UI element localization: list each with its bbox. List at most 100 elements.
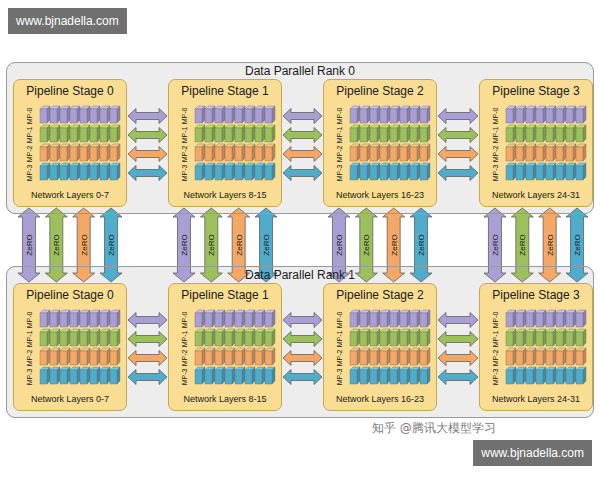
slab-side — [242, 106, 245, 123]
slab-side — [242, 367, 245, 384]
slab-front — [546, 147, 553, 161]
slab-side — [107, 106, 110, 123]
slab-side — [47, 367, 50, 384]
slab-side — [417, 329, 420, 346]
slab-front — [235, 128, 242, 142]
slab-side — [357, 125, 360, 142]
slab-side — [222, 106, 225, 123]
slab-front — [370, 166, 377, 180]
slab-side — [57, 348, 60, 365]
slab-side — [47, 163, 50, 180]
slab-side — [67, 329, 70, 346]
slab-front — [215, 128, 222, 142]
model-parallel-rank: MP-0 — [492, 312, 499, 329]
slab-front — [265, 313, 272, 327]
zero-arrow — [484, 208, 506, 282]
slab-front — [100, 109, 107, 123]
slab-front — [40, 109, 47, 123]
slab-side — [232, 367, 235, 384]
slab-front — [536, 313, 543, 327]
slab-front — [195, 351, 202, 365]
model-parallel-rank: MP-2 — [492, 350, 499, 367]
slab-front — [576, 351, 583, 365]
slab-side — [543, 310, 546, 327]
slab-side — [47, 348, 50, 365]
slab-side — [97, 106, 100, 123]
slab-front — [215, 166, 222, 180]
slab-side — [387, 163, 390, 180]
slab-side — [397, 144, 400, 161]
slab-front — [245, 370, 252, 384]
slab-front — [245, 351, 252, 365]
slab-side — [97, 348, 100, 365]
watermark: www.bjnadella.com — [481, 446, 584, 460]
edge-label: ZeRO — [179, 234, 188, 255]
slab-front — [60, 313, 67, 327]
slab-side — [367, 106, 370, 123]
slab-side — [533, 310, 536, 327]
slab-front — [245, 128, 252, 142]
mp-tag: MP-3 — [336, 165, 344, 182]
slab-front — [420, 332, 427, 346]
slab-front — [410, 166, 417, 180]
layer-range: Network Layers 16-23 — [336, 394, 424, 404]
slab-front — [70, 166, 77, 180]
slab-front — [400, 166, 407, 180]
slab-front — [40, 128, 47, 142]
slab-side — [212, 310, 215, 327]
slab-front — [526, 166, 533, 180]
slab-front — [410, 128, 417, 142]
zero-tag: ZeRO — [52, 233, 61, 256]
slab-front — [546, 128, 553, 142]
slab-front — [566, 351, 573, 365]
mp-tag: MP-0 — [336, 312, 344, 329]
slab-front — [390, 109, 397, 123]
slab-side — [387, 348, 390, 365]
slab-front — [225, 351, 232, 365]
slab-side — [583, 163, 586, 180]
slab-side — [543, 144, 546, 161]
slab-front — [380, 109, 387, 123]
layer-range: Network Layers 0-7 — [31, 190, 109, 200]
slab-side — [563, 163, 566, 180]
slab-front — [536, 351, 543, 365]
slab-side — [367, 329, 370, 346]
model-parallel-rank: MP-3 — [492, 369, 499, 386]
slab-front — [380, 128, 387, 142]
slab-side — [407, 163, 410, 180]
slab-side — [87, 367, 90, 384]
slab-side — [262, 163, 265, 180]
slab-side — [583, 367, 586, 384]
slab-side — [77, 367, 80, 384]
slab-side — [543, 367, 546, 384]
slab-side — [67, 106, 70, 123]
slab-side — [397, 125, 400, 142]
layer-stack — [14, 80, 128, 208]
slab-front — [255, 332, 262, 346]
edge-label: ZeRO — [24, 234, 33, 255]
slab-side — [232, 125, 235, 142]
slab-side — [232, 144, 235, 161]
slab-side — [202, 144, 205, 161]
slab-side — [57, 163, 60, 180]
pipeline-arrow — [128, 128, 167, 143]
slab-front — [390, 166, 397, 180]
slab-front — [90, 351, 97, 365]
slab-front — [556, 128, 563, 142]
slab-side — [252, 310, 255, 327]
slab-side — [97, 367, 100, 384]
slab-front — [80, 166, 87, 180]
slab-side — [232, 163, 235, 180]
slab-front — [195, 370, 202, 384]
slab-side — [47, 106, 50, 123]
slab-side — [417, 144, 420, 161]
panel-heading: Data Parallel Rank 0 — [7, 64, 593, 78]
pipeline-arrow — [283, 313, 322, 328]
slab-side — [272, 125, 275, 142]
slab-side — [367, 367, 370, 384]
slab-side — [523, 163, 526, 180]
edge-label: ZeRO — [262, 234, 271, 255]
slab-side — [513, 106, 516, 123]
slab-side — [212, 329, 215, 346]
slab-front — [70, 313, 77, 327]
